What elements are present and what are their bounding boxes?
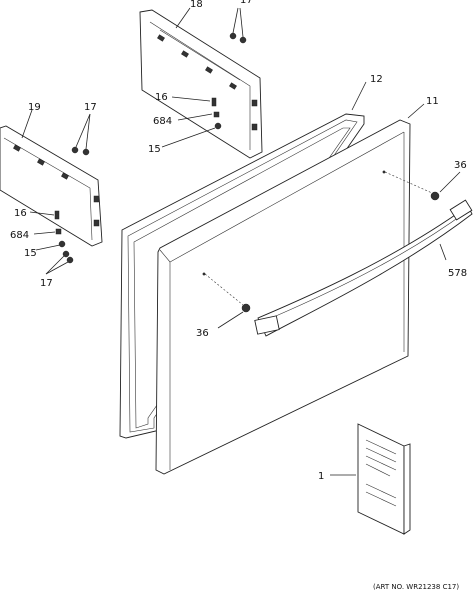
handle-screws	[202, 170, 461, 329]
callout-17-left: 17	[84, 102, 97, 113]
callout-36-right: 36	[454, 160, 467, 171]
instruction-booklet	[330, 423, 411, 535]
callout-17-top: 17	[240, 0, 253, 6]
left-screws	[71, 113, 91, 156]
top-hinge-hardware	[161, 96, 222, 148]
top-hinge-bracket	[139, 9, 263, 159]
top-screws	[229, 7, 247, 44]
door-handle	[254, 199, 473, 337]
callout-1: 1	[318, 471, 324, 482]
callout-11: 11	[426, 96, 439, 107]
callout-12: 12	[370, 74, 383, 85]
callout-18: 18	[190, 0, 203, 10]
callout-36-center: 36	[196, 328, 209, 339]
art-number: (ART NO. WR21238 C17)	[373, 583, 459, 591]
callout-684-left: 684	[10, 230, 29, 241]
callout-16-left: 16	[14, 208, 27, 219]
left-hinge-hardware	[29, 210, 74, 275]
callout-15-left: 15	[24, 248, 37, 259]
leader-lines	[21, 7, 447, 261]
callout-578: 578	[448, 268, 467, 279]
door-panel	[155, 119, 411, 475]
callout-16-top: 16	[155, 92, 168, 103]
callout-19: 19	[28, 102, 41, 113]
callout-17-bottom: 17	[40, 278, 53, 289]
left-hinge-bracket	[0, 125, 103, 247]
callout-684-top: 684	[153, 116, 172, 127]
callout-15-top: 15	[148, 144, 161, 155]
